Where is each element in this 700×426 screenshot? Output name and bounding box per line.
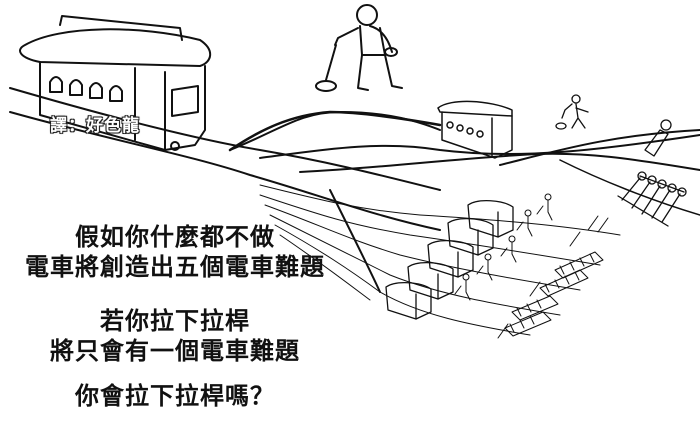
caption-line: 電車將創造出五個電車難題 (25, 253, 325, 281)
caption-line: 將只會有一個電車難題 (50, 337, 300, 365)
main-trolley (20, 16, 210, 150)
caption-line: 若你拉下拉桿 (100, 307, 250, 335)
tied-people-groups (498, 216, 608, 338)
caption-block-question: 你會拉下拉桿嗎？ (0, 381, 350, 411)
small-lever-man (556, 95, 588, 129)
main-track (10, 88, 440, 230)
caption-block-do-nothing: 假如你什麼都不做 電車將創造出五個電車難題 (0, 222, 350, 282)
upper-branch-track (230, 112, 700, 172)
small-trolley (438, 101, 512, 158)
lever-man (316, 5, 402, 91)
five-lever-men (455, 194, 552, 300)
lower-branch-tracks (260, 185, 620, 335)
one-person-on-track (645, 120, 671, 156)
five-trolleys (386, 201, 513, 319)
five-people-on-track (618, 172, 686, 226)
translator-credit: 譯：好色龍 (50, 116, 140, 136)
caption-line: 你會拉下拉桿嗎？ (75, 382, 275, 410)
caption-line: 假如你什麼都不做 (75, 223, 275, 251)
caption-block-pull-lever: 若你拉下拉桿 將只會有一個電車難題 (0, 306, 350, 366)
